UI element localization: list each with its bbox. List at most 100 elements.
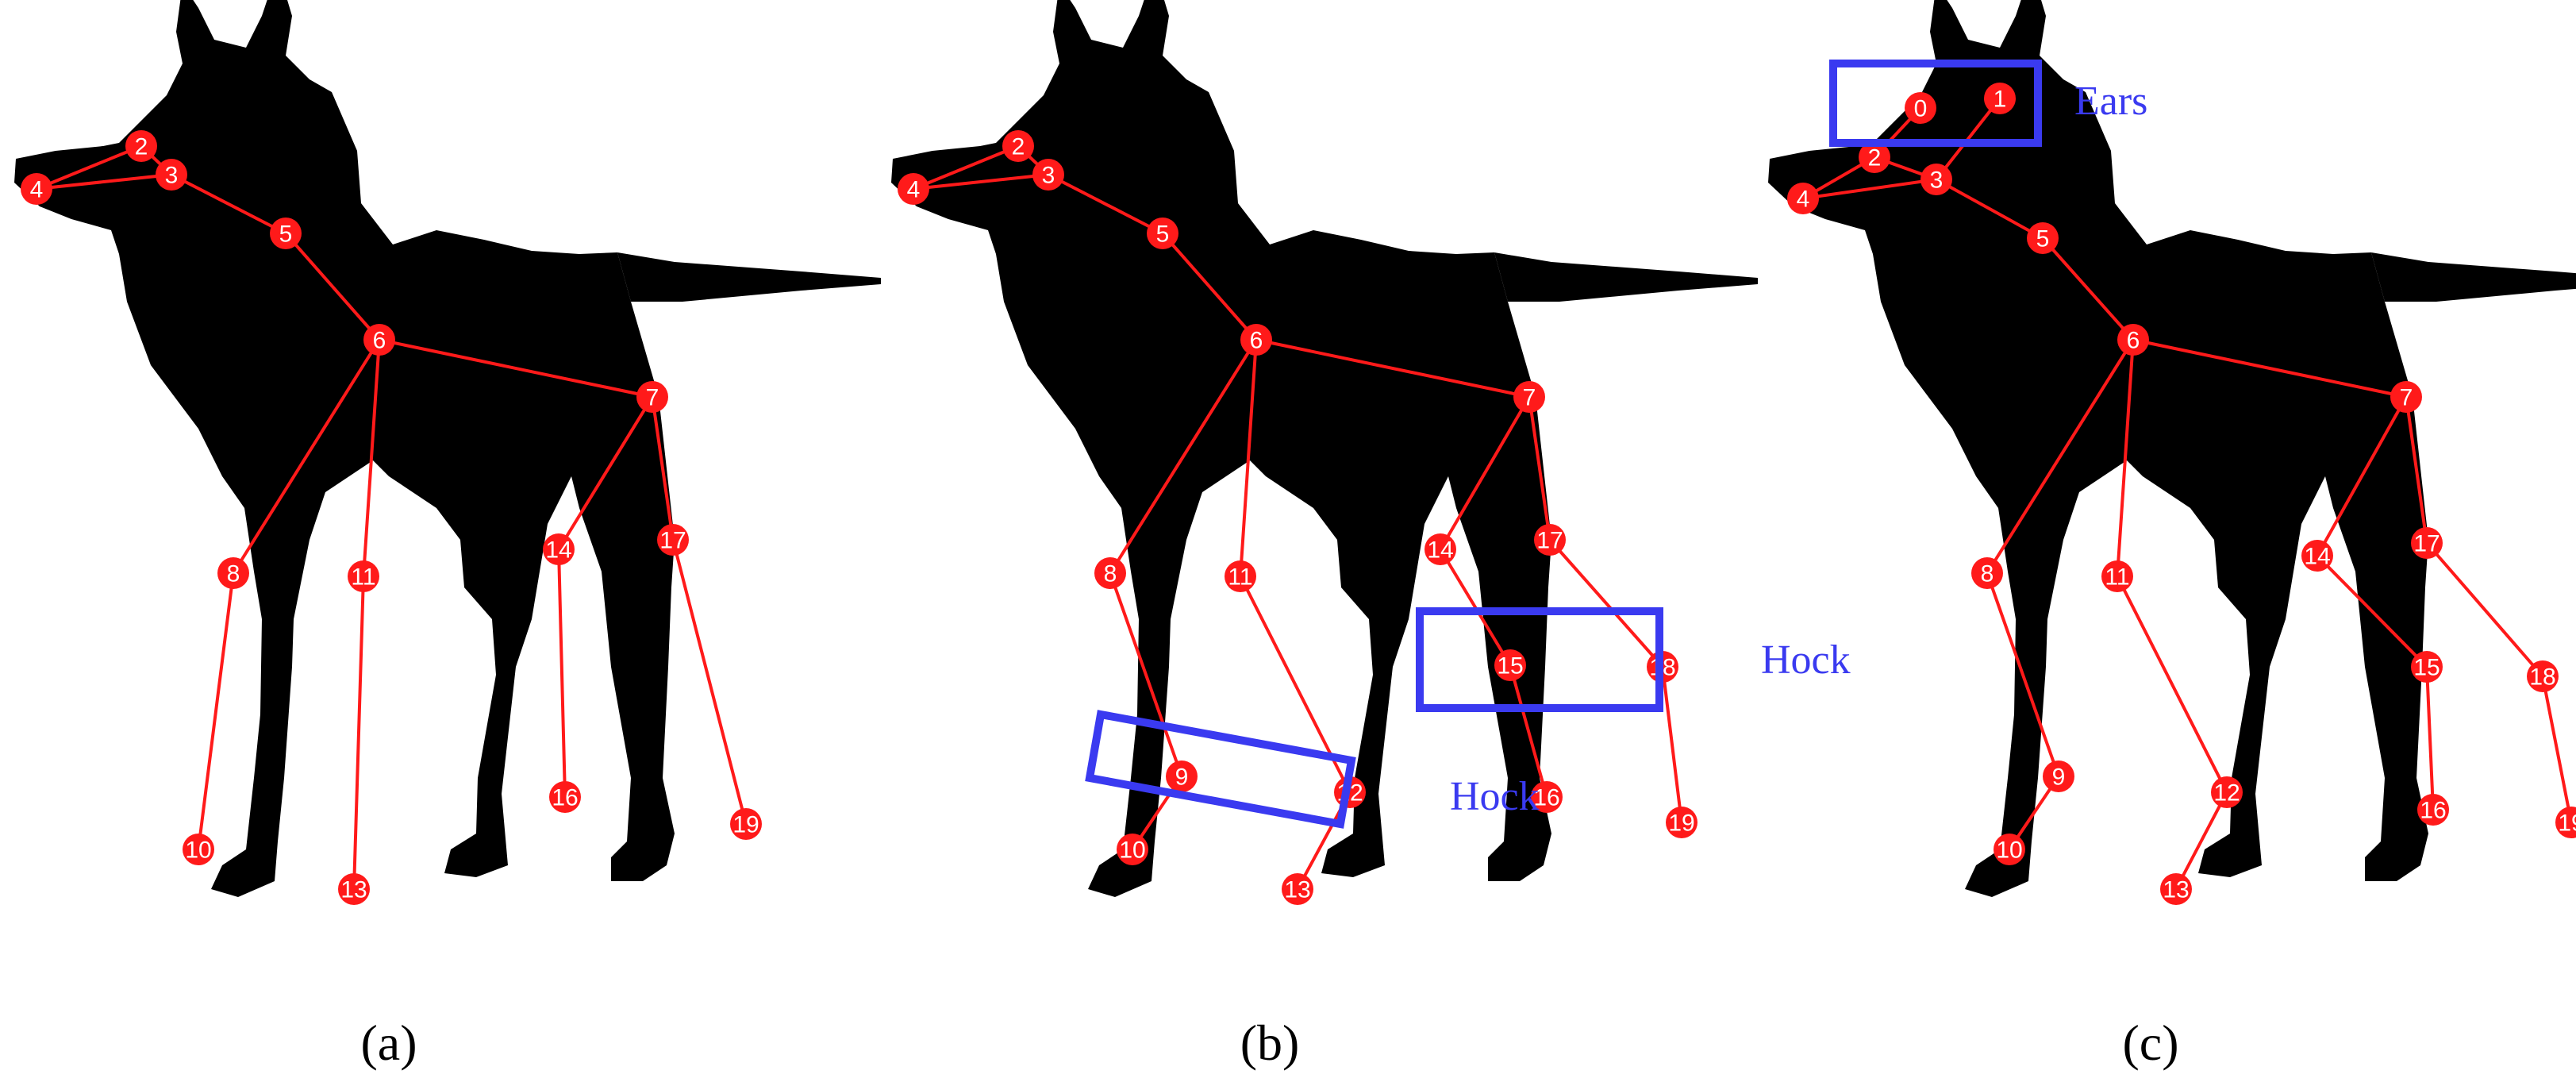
keypoint-10-marker — [1117, 834, 1148, 865]
skeleton-edge-6-11 — [1239, 338, 1258, 578]
highlight-label-ears: Ears — [2074, 79, 2147, 124]
skeleton-edge-7-14 — [1439, 395, 1531, 551]
keypoint-3: 3 — [156, 159, 187, 191]
keypoint-7: 7 — [1513, 381, 1545, 413]
keypoint-13: 13 — [1282, 873, 1313, 905]
keypoint-8-marker — [1094, 557, 1126, 589]
keypoint-15-label: 15 — [2413, 655, 2440, 681]
keypoint-10-label: 10 — [185, 837, 211, 864]
skeleton-edge-6-8 — [1986, 338, 2135, 575]
keypoint-15-marker — [2411, 651, 2443, 683]
keypoint-14: 14 — [1424, 533, 1456, 565]
keypoint-16: 16 — [549, 781, 581, 813]
keypoint-4-label: 4 — [1797, 187, 1810, 213]
keypoint-6: 6 — [2117, 324, 2149, 356]
keypoint-19: 19 — [1666, 807, 1697, 838]
dog-silhouette — [891, 0, 1551, 897]
keypoint-9-marker — [1166, 760, 1198, 792]
keypoint-19-label: 19 — [1668, 811, 1694, 837]
keypoint-17: 17 — [2411, 527, 2443, 559]
highlight-label-rear-hock: Hock — [1761, 637, 1851, 683]
keypoint-5: 5 — [1147, 218, 1178, 249]
keypoint-11-label: 11 — [2105, 564, 2129, 591]
keypoint-17-label: 17 — [1536, 528, 1563, 554]
keypoint-9-label: 9 — [2052, 764, 2066, 791]
keypoint-7-marker — [1513, 381, 1545, 413]
skeleton-edge-5-6 — [2041, 237, 2135, 341]
skeleton-edge-18-19 — [1661, 665, 1683, 824]
skeleton-edge-12-13 — [2174, 791, 2228, 891]
keypoint-6: 6 — [363, 324, 395, 356]
keypoint-9-label: 9 — [1175, 764, 1189, 791]
keypoint-7-label: 7 — [646, 385, 659, 411]
keypoint-16-label: 16 — [552, 785, 578, 811]
keypoint-16-label: 16 — [2420, 798, 2446, 824]
keypoint-7: 7 — [2390, 381, 2422, 413]
keypoint-3-marker — [1920, 164, 1952, 195]
keypoint-5: 5 — [270, 218, 302, 249]
keypoint-8: 8 — [1094, 557, 1126, 589]
skeleton-edge-6-7 — [378, 338, 654, 399]
keypoint-9-marker — [2043, 760, 2074, 792]
keypoint-19-label: 19 — [2558, 811, 2576, 837]
keypoint-17-label: 17 — [659, 528, 686, 554]
keypoint-13-label: 13 — [1284, 877, 1310, 903]
skeleton-edge-6-7 — [1255, 338, 1531, 399]
skeleton-edge-15-16 — [2425, 665, 2435, 811]
keypoint-4-marker — [21, 173, 52, 205]
keypoint-18-label: 18 — [2529, 664, 2555, 691]
keypoint-16: 16 — [1531, 781, 1563, 813]
keypoint-6: 6 — [1240, 324, 1272, 356]
keypoint-3: 3 — [1920, 164, 1952, 195]
keypoint-2-marker — [125, 130, 157, 162]
keypoint-13-label: 13 — [340, 877, 367, 903]
keypoint-14: 14 — [2301, 540, 2333, 572]
keypoint-10-marker — [183, 834, 214, 865]
keypoint-5-marker — [270, 218, 302, 249]
keypoint-14-marker — [2301, 540, 2333, 572]
keypoint-4-label: 4 — [907, 177, 921, 203]
skeleton-edge-6-11 — [2116, 338, 2135, 578]
keypoint-14-label: 14 — [545, 537, 571, 564]
keypoint-19-marker — [1666, 807, 1697, 838]
highlight-label-front-hock: Hock — [1450, 774, 1540, 819]
skeleton-edge-7-17 — [651, 395, 675, 541]
keypoint-1-marker — [1984, 83, 2016, 114]
skeleton-edge-17-18 — [1548, 538, 1664, 668]
skeleton-edge-15-16 — [1509, 664, 1548, 799]
keypoint-10: 10 — [1994, 834, 2025, 865]
skeleton-edge-3-4 — [912, 173, 1050, 191]
keypoint-11-marker — [348, 560, 379, 592]
keypoint-3-marker — [1032, 159, 1064, 191]
keypoint-4-marker — [1787, 183, 1819, 214]
caption-a: (a) — [360, 1015, 417, 1071]
keypoint-14: 14 — [543, 533, 575, 565]
keypoint-7-label: 7 — [1523, 385, 1536, 411]
keypoint-15-label: 15 — [1497, 653, 1523, 680]
keypoint-9: 9 — [2043, 760, 2074, 792]
dog-tail — [617, 252, 881, 302]
keypoint-6-marker — [1240, 324, 1272, 356]
keypoint-5-marker — [2027, 222, 2059, 254]
skeleton-edge-7-14 — [557, 395, 654, 551]
keypoint-2: 2 — [1859, 141, 1890, 173]
caption-c: (c) — [2122, 1015, 2178, 1071]
keypoint-6-label: 6 — [2127, 328, 2140, 354]
skeleton-edge-2-4 — [912, 144, 1020, 191]
keypoint-3-marker — [156, 159, 187, 191]
highlight-box-front-hock — [1085, 710, 1356, 829]
keypoint-8-label: 8 — [1981, 561, 1994, 587]
keypoint-3-label: 3 — [1042, 163, 1055, 189]
keypoint-7: 7 — [636, 381, 668, 413]
keypoint-17-marker — [1534, 524, 1566, 556]
keypoint-2-marker — [1002, 130, 1034, 162]
skeleton-edge-8-10 — [197, 572, 235, 851]
skeleton-edge-5-6 — [1161, 232, 1258, 341]
skeleton-edge-14-15 — [2316, 554, 2428, 668]
keypoint-2-label: 2 — [1012, 134, 1025, 160]
skeleton-edge-17-18 — [2425, 541, 2544, 678]
